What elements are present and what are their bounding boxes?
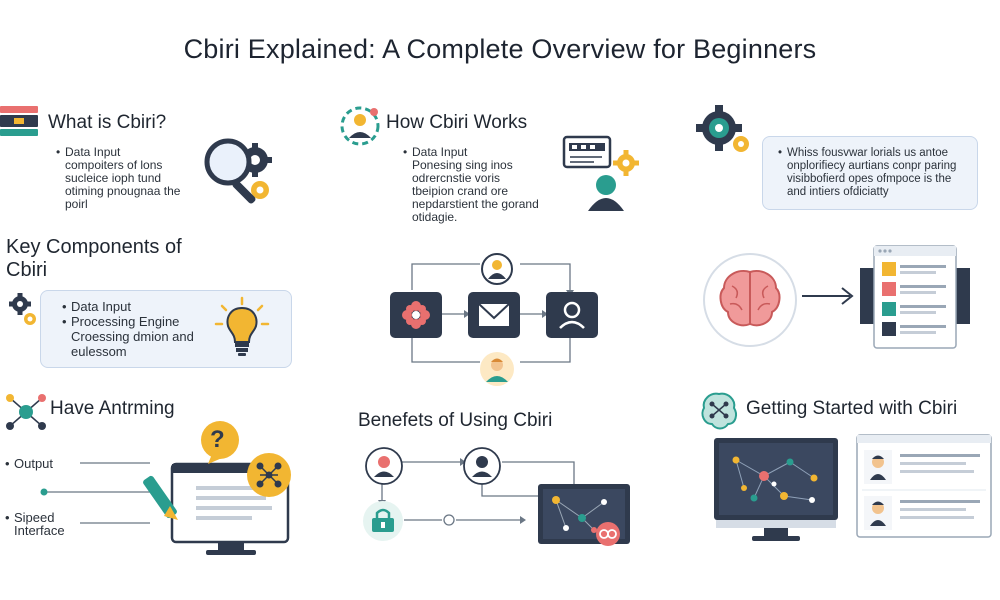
section-what-is-heading: What is Cbiri? bbox=[48, 112, 167, 133]
list-item: sucleice ioph tund bbox=[65, 171, 162, 185]
list-item: odrercnstie voris bbox=[412, 171, 501, 185]
user-circle-icon-1 bbox=[365, 447, 403, 485]
list-item: poirl bbox=[65, 197, 88, 211]
document-gear-icon bbox=[562, 135, 639, 211]
components-card: Data Input Processing Engine Croessing d… bbox=[40, 290, 292, 368]
person-gear-icon bbox=[340, 106, 380, 146]
speed-label: Sipeed bbox=[5, 511, 55, 524]
network-bubble-icon bbox=[247, 453, 291, 497]
list-item: eulessom bbox=[71, 344, 127, 359]
section-have-heading: Have Antrming bbox=[50, 398, 175, 419]
profile-list-panel bbox=[860, 245, 970, 349]
section-how-works-heading: How Cbiri Works bbox=[386, 112, 528, 133]
flower-node-icon bbox=[390, 292, 442, 338]
list-item: otiming pnougnaa the bbox=[65, 184, 181, 198]
list-item: visibbofierd opes ofmpoce is the bbox=[787, 173, 952, 185]
list-item: Whiss fousvwar lorials us antoe bbox=[778, 147, 977, 160]
brain-icon bbox=[703, 253, 797, 347]
network-nodes-icon bbox=[6, 394, 46, 430]
list-item: Croessing dmion and bbox=[71, 329, 194, 344]
gear-small-icon bbox=[9, 293, 36, 325]
user-circle-icon-2 bbox=[463, 447, 501, 485]
lightbulb-icon bbox=[214, 296, 270, 356]
person-avatar-icon bbox=[480, 352, 514, 386]
section-key-components-heading: Key Components of Cbiri bbox=[6, 236, 182, 281]
section-benefits-heading: Benefets of Using Cbiri bbox=[358, 410, 553, 431]
envelope-node-icon bbox=[468, 292, 520, 338]
list-item: Data Input bbox=[56, 146, 205, 160]
workflow-connectors bbox=[411, 263, 574, 363]
list-item: nepdarstient the gorand bbox=[412, 197, 539, 211]
graph-screen-icon bbox=[538, 484, 630, 546]
network-monitor-icon bbox=[714, 438, 838, 541]
list-item: and intiers ofdiciatty bbox=[787, 186, 889, 198]
section-how-works-list: Data Input Ponesing sing inos odrercnsti… bbox=[402, 146, 572, 224]
page-title: Cbiri Explained: A Complete Overview for… bbox=[183, 34, 817, 64]
list-item: tbeipion crand ore bbox=[412, 184, 509, 198]
magnifier-gear-icon bbox=[204, 138, 272, 204]
list-item: onplorifiecy aurtians conpr paring bbox=[787, 160, 957, 172]
section-what-is-list: Data Input compoiters of lons sucleice i… bbox=[55, 146, 205, 211]
interface-label: Interface bbox=[14, 523, 65, 538]
info-card: Whiss fousvwar lorials us antoe onplorif… bbox=[762, 136, 978, 210]
question-mark-icon: ? bbox=[210, 426, 225, 453]
list-item: Processing Engine bbox=[62, 314, 291, 329]
user-avatar-icon bbox=[481, 253, 513, 285]
list-item: Data Input bbox=[62, 299, 291, 314]
books-icon bbox=[0, 106, 38, 136]
output-connectors bbox=[40, 462, 150, 524]
list-item: Ponesing sing inos bbox=[412, 158, 513, 172]
brain-circuit-icon bbox=[701, 392, 737, 430]
speech-bubble-icon bbox=[201, 421, 239, 464]
arrow-right-icon bbox=[802, 287, 854, 305]
list-item: compoiters of lons bbox=[65, 158, 163, 172]
profile-cards-panel bbox=[856, 434, 992, 538]
user-node-icon bbox=[546, 292, 598, 338]
lock-bag-icon bbox=[363, 501, 403, 541]
output-label: Output bbox=[5, 456, 53, 471]
section-getting-started-heading: Getting Started with Cbiri bbox=[746, 398, 958, 419]
gears-icon bbox=[696, 105, 749, 152]
list-item: otidagie. bbox=[412, 210, 458, 224]
list-item: Data Input bbox=[403, 146, 572, 160]
